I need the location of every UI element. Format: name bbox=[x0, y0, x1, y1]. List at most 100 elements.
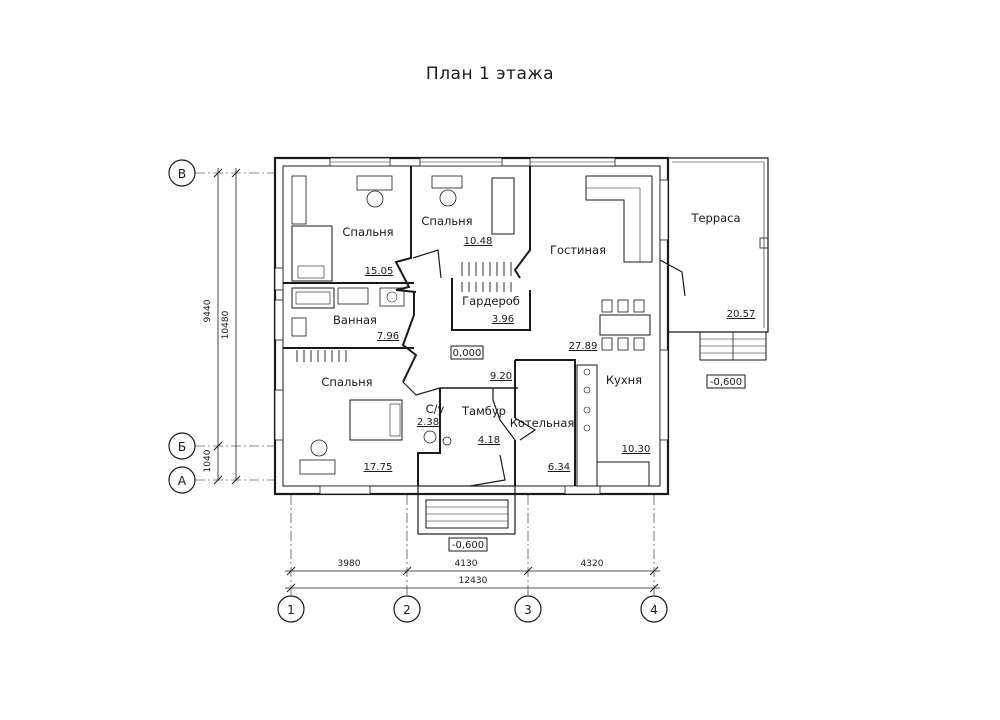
level-entrance: -0,600 bbox=[452, 540, 484, 551]
dim-horizontal-3: 4320 bbox=[581, 559, 604, 569]
terrace-post bbox=[759, 237, 769, 249]
room-area-boiler: 6.34 bbox=[548, 462, 570, 473]
bed-bottom bbox=[349, 399, 403, 441]
bath-cabinet bbox=[337, 287, 369, 305]
desk-bottom bbox=[299, 459, 336, 475]
room-labels: Спальня 15.05 Спальня 10.48 Гостиная 27.… bbox=[321, 211, 755, 473]
axis-bubble-4 bbox=[640, 595, 668, 623]
room-area-living: 27.89 bbox=[569, 341, 598, 352]
dim-tick-v2-1 bbox=[231, 168, 241, 178]
dim-vertical-inner: 9440 bbox=[203, 299, 213, 322]
room-name-bedroom-bottom: Спальня bbox=[321, 375, 372, 389]
room-area-terrace: 20.57 bbox=[727, 309, 756, 320]
wall-bedroom-top-right bbox=[394, 166, 417, 293]
wall-bedroom-mid-right bbox=[513, 166, 531, 279]
kitchen-counter bbox=[576, 364, 598, 487]
room-name-wardrobe: Гардероб bbox=[462, 294, 520, 308]
dim-vertical-total: 10480 bbox=[221, 310, 231, 339]
window-left-3 bbox=[274, 389, 284, 441]
level-terrace: -0,600 bbox=[710, 377, 742, 388]
dining-table bbox=[599, 314, 651, 336]
room-area-vestibule: 4.18 bbox=[478, 435, 500, 446]
desk-top bbox=[356, 175, 393, 191]
axis-bubble-v bbox=[168, 159, 196, 187]
kitchen-burner-4 bbox=[583, 424, 591, 432]
level-box-floor bbox=[450, 345, 484, 360]
room-area-kitchen: 10.30 bbox=[622, 444, 651, 455]
room-name-bathroom: Ванная bbox=[333, 313, 377, 327]
entrance-door bbox=[469, 454, 506, 487]
entrance-porch bbox=[417, 485, 516, 535]
axis-bubble-3 bbox=[514, 595, 542, 623]
chair-bedroom-mid bbox=[439, 189, 457, 207]
room-area-hall: 9.20 bbox=[490, 371, 512, 382]
dim-horizontal-total: 12430 bbox=[459, 576, 488, 586]
door-vestibule bbox=[492, 388, 516, 441]
drawing-title: План 1 этажа bbox=[426, 64, 554, 84]
sink-bowl-bathroom bbox=[386, 291, 398, 303]
chair-bottom-3 bbox=[633, 337, 645, 351]
level-box-terrace bbox=[706, 374, 746, 389]
door-bedroom-mid bbox=[412, 249, 442, 279]
window-right-2 bbox=[659, 349, 669, 441]
dim-tick-v2-2 bbox=[231, 475, 241, 485]
chair-top-2 bbox=[617, 299, 629, 313]
axis-label-3: 3 bbox=[524, 603, 532, 617]
dim-tick-total-1 bbox=[286, 583, 296, 593]
dim-tick-a-2 bbox=[402, 566, 412, 576]
pillow-top bbox=[297, 265, 325, 279]
dim-tick-v-2 bbox=[213, 441, 223, 451]
kitchen-counter-bottom bbox=[596, 461, 650, 487]
sink-wc bbox=[442, 436, 452, 446]
wall-hall-left bbox=[401, 292, 418, 383]
toilet-wc bbox=[423, 430, 437, 444]
wall-boiler bbox=[515, 359, 576, 486]
dim-tick-total-2 bbox=[649, 583, 659, 593]
chair-top-3 bbox=[633, 299, 645, 313]
axis-label-4: 4 bbox=[650, 603, 658, 617]
bed-top bbox=[291, 225, 333, 282]
room-name-boiler: Котельная bbox=[510, 416, 575, 430]
axis-label-v: В bbox=[178, 167, 186, 181]
room-area-bathroom: 7.96 bbox=[377, 331, 399, 342]
sofa-bedroom-mid bbox=[491, 177, 515, 235]
room-name-bedroom-top: Спальня bbox=[342, 225, 393, 239]
room-name-living: Гостиная bbox=[550, 243, 606, 257]
kitchen-burner-2 bbox=[583, 386, 591, 394]
kitchen-burner-3 bbox=[583, 406, 591, 414]
dim-tick-v-1 bbox=[213, 168, 223, 178]
door-boiler bbox=[514, 417, 537, 441]
axis-markers: 1 2 3 4 В Б А bbox=[168, 159, 668, 623]
plan-geometry bbox=[195, 156, 769, 596]
wall-wc bbox=[417, 388, 441, 486]
kitchen-burner-1 bbox=[583, 368, 591, 376]
axis-bubble-2 bbox=[393, 595, 421, 623]
room-name-vestibule: Тамбур bbox=[461, 404, 506, 418]
desk-mid bbox=[431, 175, 463, 189]
room-name-terrace: Терраса bbox=[690, 211, 740, 225]
dim-tick-v-3 bbox=[213, 475, 223, 485]
room-name-bedroom-mid: Спальня bbox=[421, 214, 472, 228]
terrace-outline bbox=[668, 157, 769, 333]
dim-horizontal-2: 4130 bbox=[455, 559, 478, 569]
dim-tick-a-3 bbox=[523, 566, 533, 576]
level-floor: 0,000 bbox=[453, 348, 482, 359]
dim-horizontal-1: 3980 bbox=[338, 559, 361, 569]
wardrobe-top bbox=[291, 175, 307, 225]
dim-vertical-bottom: 1040 bbox=[203, 449, 213, 472]
toilet-bathroom bbox=[291, 317, 307, 337]
room-area-wardrobe: 3.96 bbox=[492, 314, 514, 325]
chair-bedroom-bottom bbox=[310, 439, 328, 457]
window-left-1 bbox=[274, 267, 284, 291]
room-area-bedroom-bottom: 17.75 bbox=[364, 462, 393, 473]
axis-label-1: 1 bbox=[287, 603, 295, 617]
chair-bottom-1 bbox=[601, 337, 613, 351]
dimension-labels: 3980 4130 4320 12430 9440 10480 1040 bbox=[203, 299, 604, 586]
axis-bubble-b bbox=[168, 432, 196, 460]
bathtub bbox=[291, 287, 335, 309]
door-terrace bbox=[659, 259, 686, 297]
door-wc bbox=[402, 381, 441, 396]
axis-label-a: А bbox=[178, 474, 187, 488]
dim-tick-a-4 bbox=[649, 566, 659, 576]
axis-bubble-a bbox=[168, 466, 196, 494]
